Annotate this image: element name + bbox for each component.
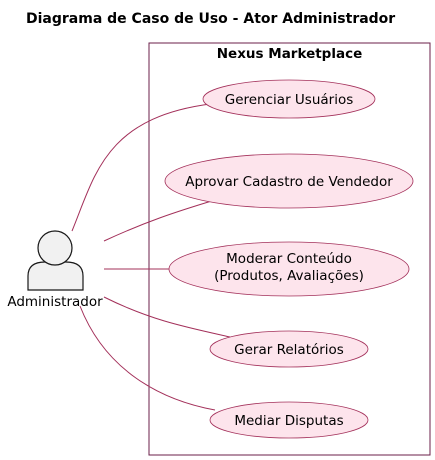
use-case-ellipse[interactable] [209, 330, 369, 368]
association-gerar-relatorios [103, 296, 231, 338]
association-gerenciar-usuarios [71, 103, 211, 232]
diagram-title: Diagrama de Caso de Uso - Ator Administr… [26, 11, 395, 27]
system-boundary [148, 42, 431, 456]
use-case-label: Aprovar Cadastro de Vendedor [185, 174, 393, 190]
use-case-gerar-relatorios[interactable]: Gerar Relatórios [209, 330, 369, 368]
use-case-mediar-disputas[interactable]: Mediar Disputas [209, 401, 369, 439]
use-case-ellipse[interactable] [168, 241, 410, 297]
use-case-aprovar-cadastro[interactable]: Aprovar Cadastro de Vendedor [164, 153, 414, 209]
system-title: Nexus Marketplace [217, 46, 363, 62]
actor-label: Administrador [7, 294, 103, 310]
use-case-gerenciar-usuarios[interactable]: Gerenciar Usuários [202, 79, 376, 119]
use-case-label: Gerar Relatórios [234, 342, 344, 358]
use-case-label: Gerenciar Usuários [225, 92, 354, 108]
use-case-ellipse[interactable] [164, 153, 414, 209]
association-aprovar-cadastro [103, 199, 216, 242]
use-case-label: Mediar Disputas [234, 413, 343, 429]
actor-head [37, 230, 73, 266]
actor-body [27, 261, 84, 291]
association-mediar-disputas [79, 305, 216, 411]
use-case-label-line2: (Produtos, Avaliações) [214, 268, 364, 284]
actor-icon [27, 230, 84, 291]
actor-administrador[interactable]: Administrador [7, 230, 103, 310]
use-case-ellipse[interactable] [209, 401, 369, 439]
use-case-ellipse[interactable] [202, 79, 376, 119]
use-case-moderar-conteudo[interactable]: Moderar Conteúdo (Produtos, Avaliações) [168, 241, 410, 297]
use-case-label: Moderar Conteúdo [226, 251, 352, 267]
